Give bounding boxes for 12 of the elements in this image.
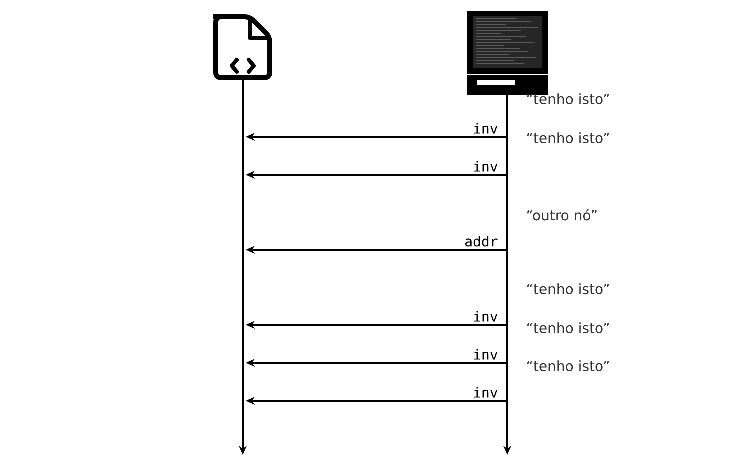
edge-label: inv [474,311,498,322]
edge-label: inv [474,349,498,360]
message-note: “outro nó” [527,209,597,221]
message-note: “tenho isto” [527,360,610,372]
message-note: “tenho isto” [527,322,610,334]
edge-label: addr [466,236,498,247]
edge-label: inv [474,161,498,172]
edge-label: inv [474,123,498,134]
message-note: “tenho isto” [527,132,610,144]
edge-label: inv [474,387,498,398]
message-note: “tenho isto” [527,284,610,294]
message-note: “tenho isto” [527,94,610,104]
